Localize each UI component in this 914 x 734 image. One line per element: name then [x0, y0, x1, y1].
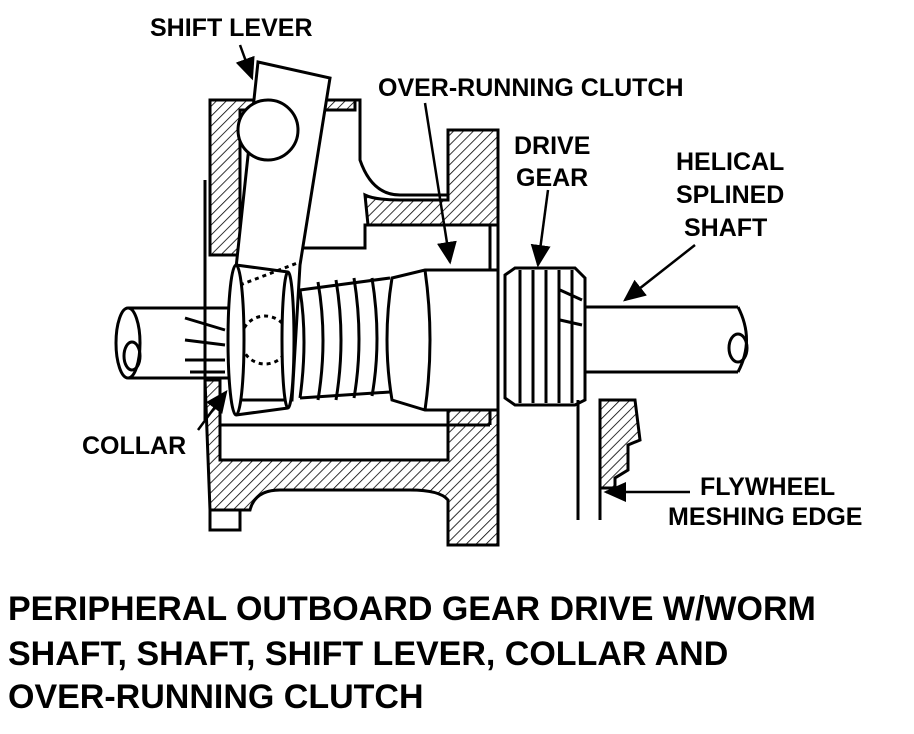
label-meshing-edge: MESHING EDGE: [668, 503, 863, 531]
worm-spring: [298, 276, 391, 401]
drive-gear: [503, 266, 587, 407]
housing-top: [203, 98, 500, 420]
over-running-clutch: [385, 268, 500, 412]
label-shift-lever: SHIFT LEVER: [150, 14, 313, 42]
label-drive: DRIVE: [514, 132, 591, 160]
label-collar: COLLAR: [82, 432, 187, 460]
label-flywheel: FLYWHEEL: [700, 473, 836, 501]
label-splined: SPLINED: [676, 181, 785, 209]
label-helical: HELICAL: [676, 148, 785, 176]
left-shaft: [114, 306, 235, 380]
caption-line-1: PERIPHERAL OUTBOARD GEAR DRIVE W/WORM: [8, 590, 816, 628]
caption-line-2: SHAFT, SHAFT, SHIFT LEVER, COLLAR AND: [8, 635, 729, 673]
caption-line-3: OVER-RUNNING CLUTCH: [8, 678, 424, 716]
label-shaft: SHAFT: [684, 214, 768, 242]
collar: [226, 263, 296, 417]
helical-splined-shaft: [570, 305, 749, 374]
label-over-running-clutch: OVER-RUNNING CLUTCH: [378, 74, 684, 102]
leader-lines: [196, 44, 696, 502]
label-gear: GEAR: [516, 164, 589, 192]
flywheel: [576, 398, 642, 520]
housing-bottom: [203, 378, 500, 547]
